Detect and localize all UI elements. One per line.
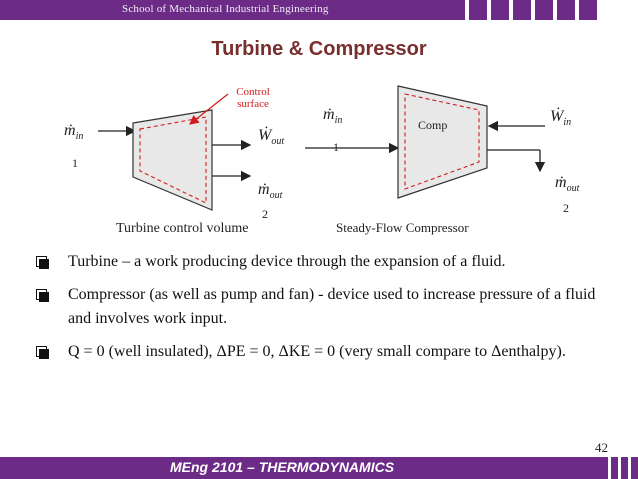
turbine-body — [132, 109, 213, 211]
work-symbol: Ẇ — [550, 108, 564, 125]
mass-flow-subscript: in — [75, 131, 84, 143]
checkbox-bullet-icon — [36, 289, 49, 302]
compressor-label: Comp — [418, 118, 448, 132]
header-square — [535, 0, 553, 20]
bullet-text: Q = 0 (well insulated), ΔPE = 0, ΔKE = 0… — [68, 343, 566, 360]
checkbox-bullet-icon — [36, 346, 49, 359]
bullet-item: Turbine – a work producing device throug… — [36, 250, 616, 274]
turbine-mass-out-label: ṁout — [258, 181, 282, 201]
header-square — [491, 0, 509, 20]
footer-band — [0, 457, 608, 479]
compressor-mass-in-label: ṁin — [323, 106, 342, 126]
compressor-work-in-label: Ẇin — [550, 108, 571, 128]
work-symbol: Ẇ — [258, 127, 272, 144]
mass-flow-subscript: in — [334, 115, 343, 127]
bullet-text: Turbine – a work producing device throug… — [68, 253, 506, 270]
work-subscript: out — [271, 136, 285, 148]
work-subscript: in — [563, 117, 572, 129]
mass-flow-symbol: ṁ — [555, 174, 567, 191]
school-name: School of Mechanical Industrial Engineer… — [122, 3, 329, 15]
compressor-diagram — [305, 85, 546, 199]
footer-square — [631, 457, 638, 479]
bullet-list: Turbine – a work producing device throug… — [36, 250, 616, 373]
turbine-caption: Turbine control volume — [116, 221, 249, 236]
control-surface-pointer — [189, 93, 229, 125]
course-name: MEng 2101 – THERMODYNAMICS — [170, 459, 395, 475]
mass-flow-subscript: out — [566, 183, 580, 195]
bottom-footer-bar: MEng 2101 – THERMODYNAMICS — [0, 457, 638, 479]
compressor-state-in: 1 — [333, 140, 339, 154]
turbine-state-out: 2 — [262, 207, 268, 221]
turbine-compressor-diagram: Control surface ṁin 1 Ẇout ṁout 2 Turbin… — [0, 70, 638, 245]
control-surface-label-line2: surface — [237, 98, 269, 110]
slide-title: Turbine & Compressor — [211, 38, 427, 60]
header-square — [513, 0, 531, 20]
bullet-item: Compressor (as well as pump and fan) - d… — [36, 283, 616, 331]
turbine-work-out-label: Ẇout — [258, 127, 284, 147]
header-band — [0, 0, 465, 20]
turbine-state-in: 1 — [72, 156, 78, 170]
compressor-control-boundary — [404, 93, 480, 190]
control-surface-label-line1: Control — [236, 86, 270, 98]
checkbox-bullet-icon — [36, 256, 49, 269]
mass-flow-symbol: ṁ — [323, 106, 335, 123]
control-surface-label: Control surface — [228, 86, 278, 110]
mass-flow-subscript: out — [269, 190, 283, 202]
compressor-caption: Steady-Flow Compressor — [336, 220, 469, 235]
control-surface-boundary — [139, 116, 207, 204]
turbine-mass-in-label: ṁin — [64, 122, 83, 142]
mass-flow-symbol: ṁ — [258, 181, 270, 198]
footer-square — [621, 457, 628, 479]
page-number: 42 — [595, 440, 608, 455]
footer-square — [611, 457, 618, 479]
bullet-text: Compressor (as well as pump and fan) - d… — [68, 286, 596, 327]
compressor-mass-out-label: ṁout — [555, 174, 579, 194]
header-square — [579, 0, 597, 20]
bullet-item: Q = 0 (well insulated), ΔPE = 0, ΔKE = 0… — [36, 340, 616, 364]
mass-flow-symbol: ṁ — [64, 122, 76, 139]
header-square — [557, 0, 575, 20]
compressor-body — [397, 85, 488, 199]
turbine-diagram — [98, 93, 252, 211]
compressor-state-out: 2 — [563, 201, 569, 215]
top-header-bar: School of Mechanical Industrial Engineer… — [0, 0, 638, 20]
header-square — [469, 0, 487, 20]
diagram-graphics — [98, 85, 546, 211]
